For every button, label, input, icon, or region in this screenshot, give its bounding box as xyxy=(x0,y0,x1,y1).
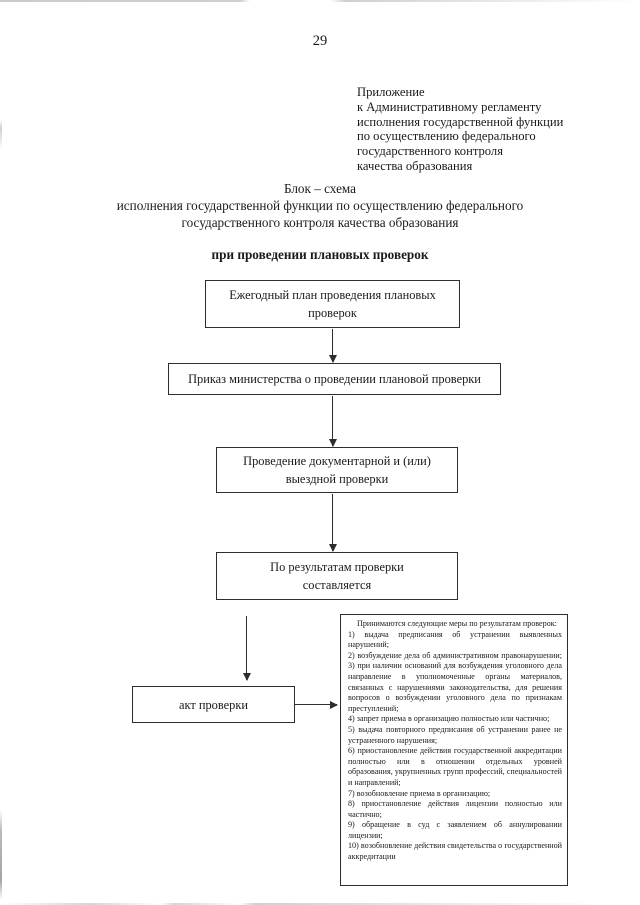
flow-arrow-act-to-measures xyxy=(295,700,338,709)
flow-arrow-order-to-conduct xyxy=(328,396,337,447)
measures-item-7: 7) возобновление приема в организацию; xyxy=(348,788,491,798)
flow-node-annual-plan: Ежегодный план проведения плановых прове… xyxy=(205,280,460,328)
flow-node-annual-plan-line-2: проверок xyxy=(308,306,357,320)
title-line-3: государственного контроля качества образ… xyxy=(181,215,459,230)
flow-node-ministry-order: Приказ министерства о проведении планово… xyxy=(168,363,501,395)
appendix-reference-block: Приложение к Административному регламент… xyxy=(357,85,607,174)
flow-node-inspection-act-line-1: акт проверки xyxy=(178,697,248,712)
measures-item-4: 4) запрет приема в организацию полностью… xyxy=(348,714,550,724)
flow-node-ministry-order-line-1: Приказ министерства о проведении планово… xyxy=(188,372,481,386)
measures-item-2: 2) возбуждение дела об административном … xyxy=(348,650,562,660)
flow-node-annual-plan-line-1: Ежегодный план проведения плановых xyxy=(229,288,436,302)
measures-intro: Принимаются следующие меры по результата… xyxy=(357,619,557,628)
measures-item-8: 8) приостановление действия лицензии пол… xyxy=(348,799,562,819)
flow-node-inspection-results-line-1: По результатам проверки xyxy=(270,560,404,574)
document-title-block: Блок – схема исполнения государственной … xyxy=(0,180,640,231)
appendix-line-3: исполнения государственной функции xyxy=(357,114,564,129)
measures-item-1: 1) выдача предписания об устранении выяв… xyxy=(348,629,562,650)
page-number: 29 xyxy=(312,33,328,49)
flow-arrow-conduct-to-results xyxy=(328,494,337,552)
title-line-2: исполнения государственной функции по ос… xyxy=(116,198,524,213)
scan-artifact-left xyxy=(0,0,2,905)
flow-arrow-plan-to-order xyxy=(328,329,337,363)
measures-item-10: 10) возобновление действия свидетельства… xyxy=(348,841,562,862)
measures-item-3: 3) при наличии оснований для возбуждения… xyxy=(348,661,562,713)
measures-item-5: 5) выдача повторного предписания об устр… xyxy=(348,724,562,745)
flow-node-inspection-results-line-2: составляется xyxy=(302,578,372,592)
scan-artifact-bottom xyxy=(0,903,640,905)
appendix-line-5: государственного контроля xyxy=(357,144,503,159)
appendix-line-2: к Административному регламенту xyxy=(357,99,542,114)
flow-node-inspection-act: акт проверки xyxy=(132,686,295,723)
flow-node-measures-list: Принимаются следующие меры по результата… xyxy=(340,614,568,886)
document-subtitle: при проведении плановых проверок xyxy=(211,247,429,262)
measures-item-9: 9) обращение в суд с заявлением об аннул… xyxy=(348,820,562,840)
appendix-line-1: Приложение xyxy=(357,85,425,99)
appendix-line-6: качества образования xyxy=(357,158,473,173)
scan-artifact-top xyxy=(0,0,640,2)
measures-item-6: 6) приостановление действия государствен… xyxy=(348,746,562,787)
appendix-line-4: по осуществлению федерального xyxy=(357,129,536,144)
flow-node-conduct-inspection-line-2: выездной проверки xyxy=(285,472,389,486)
flow-node-inspection-results: По результатам проверки составляется xyxy=(216,552,458,600)
flow-node-conduct-inspection-line-1: Проведение документарной и (или) xyxy=(243,454,431,468)
page-title: Блок – схема xyxy=(283,181,357,196)
flow-node-conduct-inspection: Проведение документарной и (или) выездно… xyxy=(216,447,458,493)
flow-arrow-results-to-act xyxy=(242,616,251,681)
